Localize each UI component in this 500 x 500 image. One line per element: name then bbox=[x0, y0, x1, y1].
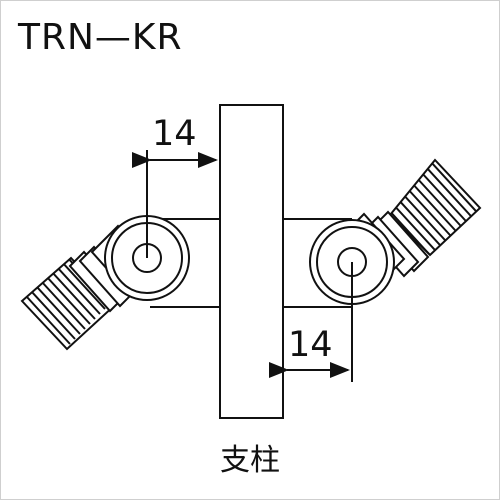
dimension-bottom-right bbox=[269, 262, 353, 382]
post-label: 支柱 bbox=[220, 443, 280, 478]
dimension-label-bottom-right: 14 bbox=[288, 325, 333, 365]
post bbox=[219, 104, 284, 419]
dimension-label-top-left: 14 bbox=[152, 114, 197, 154]
dimension-top-left bbox=[132, 150, 221, 258]
product-code-title: TRN—KR bbox=[18, 17, 183, 58]
